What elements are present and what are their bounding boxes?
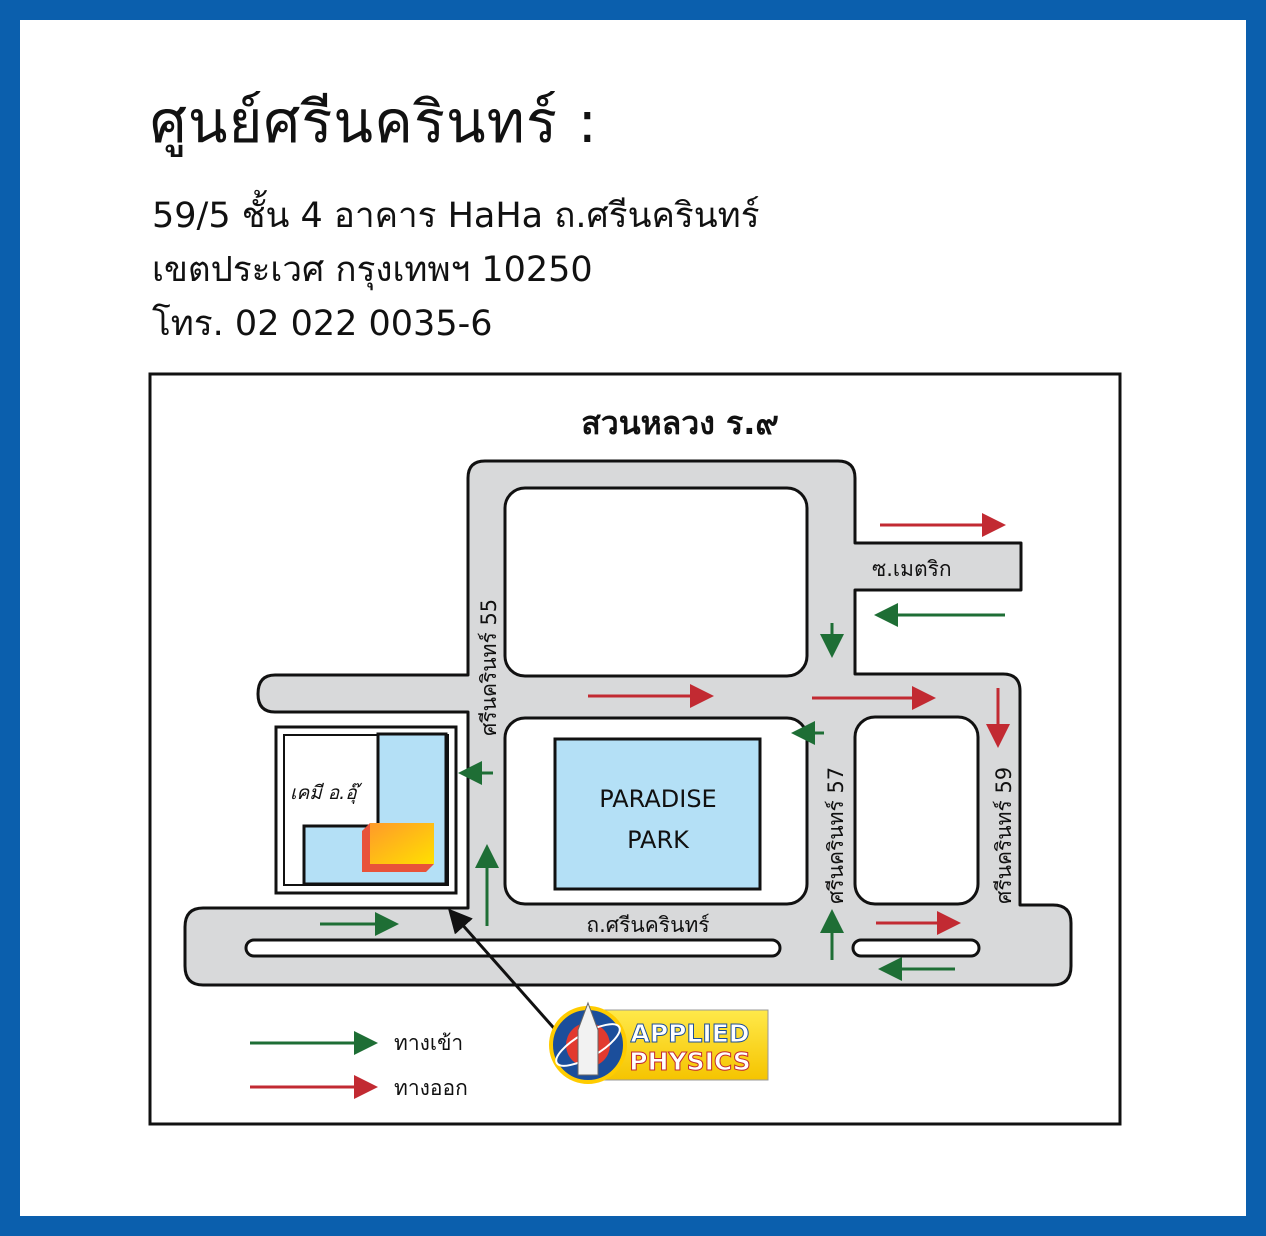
pointer-arrow xyxy=(448,908,562,1036)
phone-line: โทร. 02 022 0035-6 xyxy=(152,304,493,344)
median-strip-east xyxy=(851,938,981,958)
road-label-57: ศรีนครินทร์ 57 xyxy=(824,767,848,904)
logo-text-1: APPLIED xyxy=(630,1019,749,1048)
applied-physics-logo: APPLIED PHYSICS xyxy=(549,1001,769,1084)
soi-label: ซ.เมตริก xyxy=(872,557,952,581)
shuttle-icon xyxy=(577,1001,599,1076)
main-road-label: ถ.ศรีนครินทร์ xyxy=(586,913,709,937)
legend-entrance-label: ทางเข้า xyxy=(394,1031,463,1055)
park-label: สวนหลวง ร.๙ xyxy=(581,404,779,442)
paradise-park xyxy=(553,737,762,891)
building-label: เคมี อ.อุ๊ xyxy=(290,782,363,804)
paradise-label-1: PARADISE xyxy=(599,785,716,813)
median-strip-west xyxy=(244,938,782,958)
logo-text-2: PHYSICS xyxy=(629,1047,750,1076)
road-label-59: ศรีนครินทร์ 59 xyxy=(992,767,1016,904)
address-line-2: เขตประเวศ กรุงเทพฯ 10250 xyxy=(152,250,593,290)
chemistry-building xyxy=(370,823,434,864)
paradise-label-2: PARK xyxy=(627,826,690,854)
legend-exit-label: ทางออก xyxy=(394,1076,468,1100)
address-line-1: 59/5 ชั้น 4 อาคาร HaHa ถ.ศรีนครินทร์ xyxy=(152,196,760,236)
page-title: ศูนย์ศรีนครินทร์ : xyxy=(150,88,599,156)
block-north xyxy=(503,486,809,678)
block-east xyxy=(853,715,980,906)
road-label-55: ศรีนครินทร์ 55 xyxy=(477,599,501,736)
